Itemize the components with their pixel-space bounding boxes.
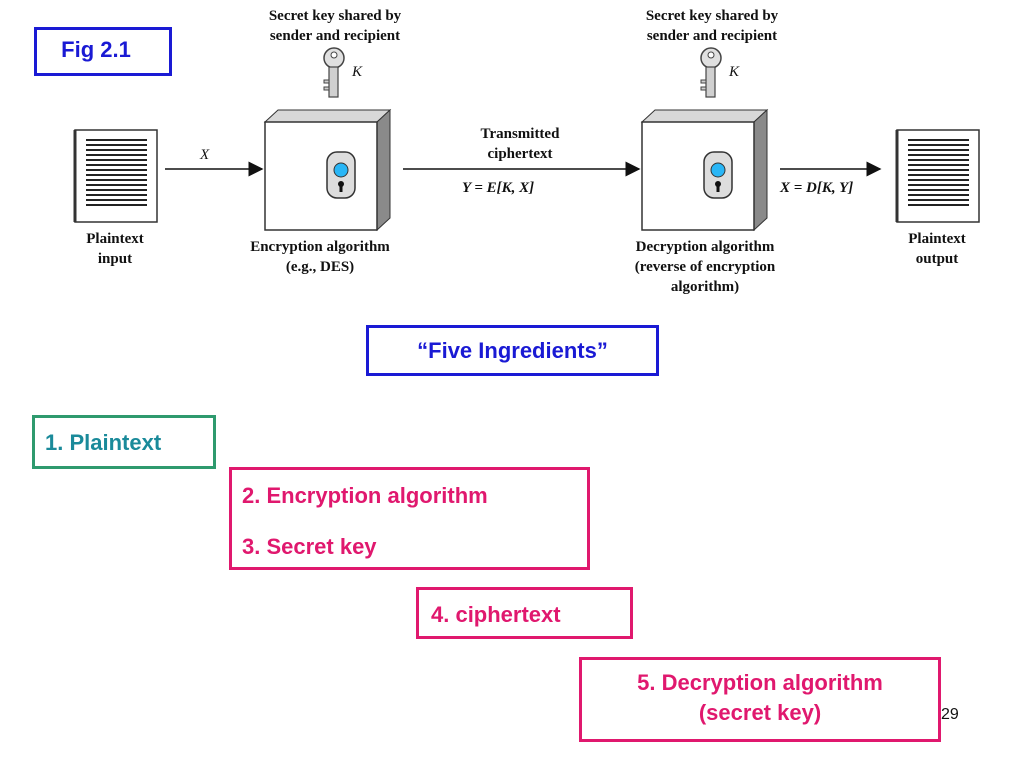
key-note-right: Secret key shared by sender and recipien… (645, 8, 779, 44)
plaintext-input-label: Plaintext input (86, 231, 144, 267)
page-number: 29 (941, 706, 959, 723)
encryption-formula: Y = E[K, X] (462, 180, 535, 196)
key-icon (323, 47, 345, 98)
ingredient-decryption: 5. Decryption algorithm (secret key) (637, 670, 883, 725)
lock-icon (703, 151, 733, 199)
encryption-algorithm-label: Encryption algorithm (e.g., DES) (250, 239, 390, 275)
decryption-algorithm-label: Decryption algorithm (reverse of encrypt… (634, 239, 776, 295)
ingredient-secret-key: 3. Secret key (242, 534, 377, 559)
fig-label: Fig 2.1 (61, 37, 131, 62)
ingredient-plaintext-box: 1. Plaintext (32, 415, 216, 469)
ingredient-ciphertext-box: 4. ciphertext (416, 587, 633, 639)
ingredient-encryption: 2. Encryption algorithm (242, 483, 488, 508)
ingredient-ciphertext: 4. ciphertext (431, 602, 561, 627)
key-icon (700, 47, 722, 98)
decryption-box (640, 108, 769, 232)
key-symbol-right: K (729, 64, 740, 80)
x-symbol: X (200, 147, 210, 163)
lock-icon (326, 151, 356, 199)
ingredient-decryption-box: 5. Decryption algorithm (secret key) (579, 657, 941, 742)
fig-label-box: Fig 2.1 (34, 27, 172, 76)
plaintext-output-document-icon (895, 129, 980, 223)
key-symbol-left: K (352, 64, 363, 80)
transmitted-ciphertext-label: Transmitted ciphertext (480, 126, 560, 162)
key-note-left: Secret key shared by sender and recipien… (268, 8, 402, 44)
plaintext-output-label: Plaintext output (908, 231, 966, 267)
five-ingredients-box: “Five Ingredients” (366, 325, 659, 376)
ingredient-plaintext: 1. Plaintext (45, 430, 162, 455)
plaintext-input-document-icon (73, 129, 158, 223)
encryption-box (263, 108, 392, 232)
decryption-formula: X = D[K, Y] (780, 180, 854, 196)
five-ingredients-title: “Five Ingredients” (417, 338, 608, 363)
encryption-diagram (73, 47, 980, 232)
ingredient-encryption-key-box: 2. Encryption algorithm 3. Secret key (229, 467, 590, 570)
